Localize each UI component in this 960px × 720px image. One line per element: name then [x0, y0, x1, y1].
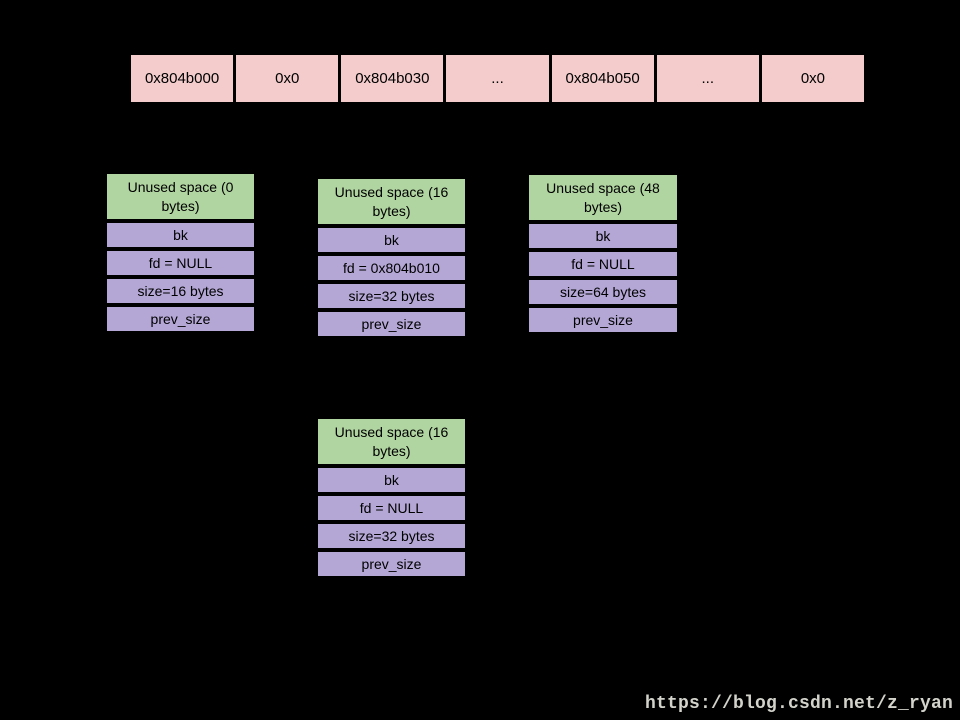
heap-chunk-16bytes: Unused space (0 bytes) bk fd = NULL size… [105, 172, 256, 333]
chunk-field-size: size=32 bytes [316, 522, 467, 550]
chunk-field-fd: fd = NULL [105, 249, 256, 277]
chunk-field-prev-size: prev_size [316, 310, 467, 338]
chunk-field-bk: bk [527, 222, 679, 250]
heap-chunk-32bytes-freed: Unused space (16 bytes) bk fd = NULL siz… [316, 417, 467, 578]
chunk-field-size: size=32 bytes [316, 282, 467, 310]
memory-cell: 0x804b050 [549, 53, 656, 104]
chunk-field-fd: fd = NULL [316, 494, 467, 522]
memory-cell: 0x0 [234, 53, 341, 104]
memory-cell: 0x804b030 [339, 53, 446, 104]
chunk-field-bk: bk [316, 466, 467, 494]
chunk-field-fd: fd = NULL [527, 250, 679, 278]
chunk-field-prev-size: prev_size [105, 305, 256, 333]
memory-address-row: 0x804b000 0x0 0x804b030 ... 0x804b050 ..… [129, 53, 866, 104]
watermark-url: https://blog.csdn.net/z_ryan [644, 694, 953, 714]
chunk-field-size: size=64 bytes [527, 278, 679, 306]
chunk-field-bk: bk [105, 221, 256, 249]
heap-chunk-64bytes: Unused space (48 bytes) bk fd = NULL siz… [527, 173, 679, 334]
chunk-field-size: size=16 bytes [105, 277, 256, 305]
memory-cell: ... [654, 53, 761, 104]
chunk-field-fd: fd = 0x804b010 [316, 254, 467, 282]
memory-cell: ... [444, 53, 551, 104]
memory-cell: 0x804b000 [129, 53, 236, 104]
chunk-unused-space: Unused space (16 bytes) [316, 417, 467, 466]
chunk-unused-space: Unused space (48 bytes) [527, 173, 679, 222]
memory-cell: 0x0 [759, 53, 866, 104]
chunk-unused-space: Unused space (0 bytes) [105, 172, 256, 221]
heap-chunk-32bytes: Unused space (16 bytes) bk fd = 0x804b01… [316, 177, 467, 338]
chunk-field-bk: bk [316, 226, 467, 254]
chunk-field-prev-size: prev_size [316, 550, 467, 578]
chunk-field-prev-size: prev_size [527, 306, 679, 334]
chunk-unused-space: Unused space (16 bytes) [316, 177, 467, 226]
